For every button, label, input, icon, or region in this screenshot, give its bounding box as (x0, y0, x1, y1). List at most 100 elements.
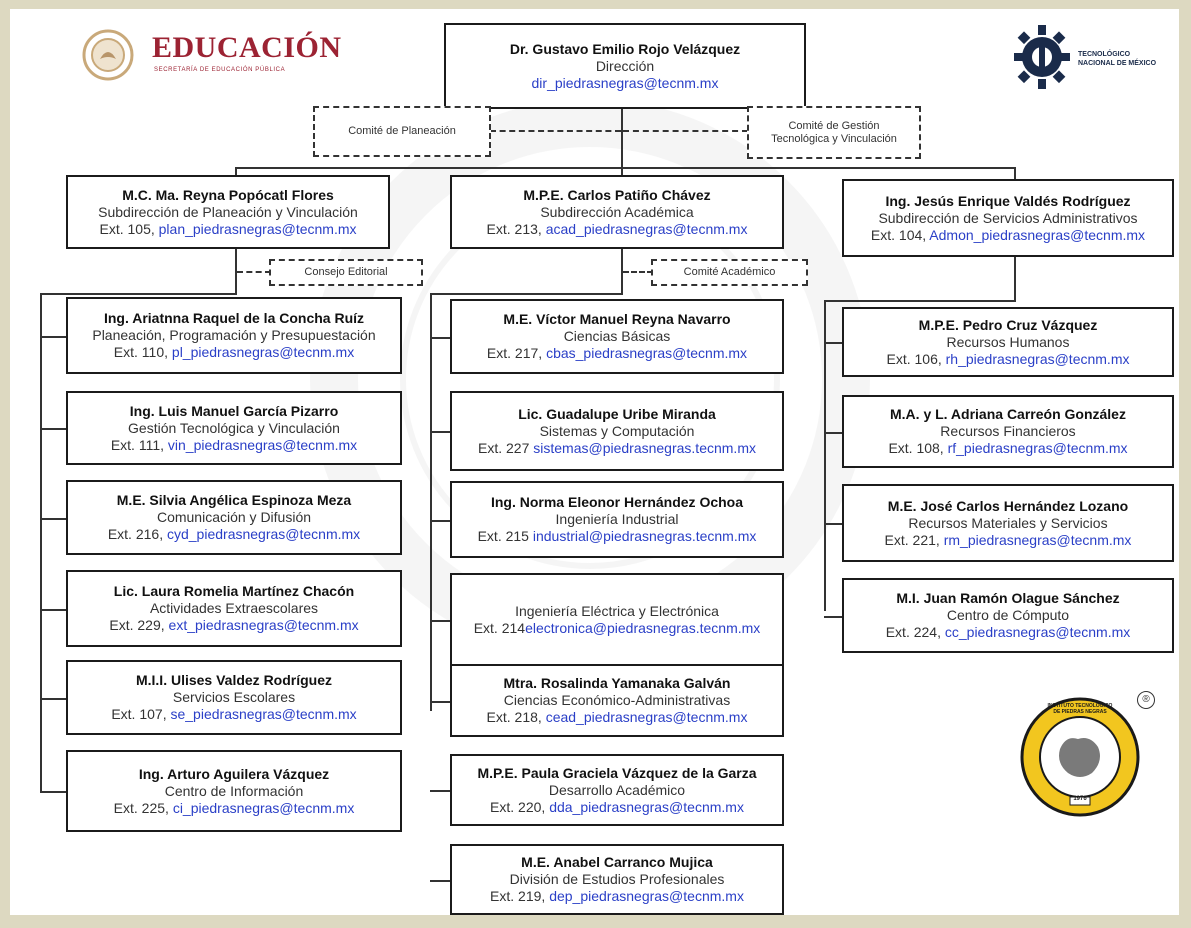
connector-planeacion-dashed (490, 130, 621, 132)
extension-label: Ext. 225, (113, 799, 173, 816)
department-head-name: M.I.I. Ulises Valdez Rodríguez (135, 672, 333, 688)
email-link[interactable]: dda_piedrasnegras@tecnm.mx (549, 798, 744, 815)
connector-branch (430, 701, 450, 703)
department-name: Planeación, Programación y Presupuestaci… (92, 327, 376, 343)
department-head-name: M.A. y L. Adriana Carreón González (890, 406, 1126, 422)
connector-branch (824, 616, 842, 618)
email-link[interactable]: dep_piedrasnegras@tecnm.mx (549, 888, 744, 904)
sep-logo: EDUCACIÓN SECRETARÍA DE EDUCACIÓN PÚBLIC… (78, 25, 348, 85)
department-name: Ingeniería Eléctrica y Electrónica (515, 602, 719, 619)
department-contact: Ext. 106, rh_piedrasnegras@tecnm.mx (886, 351, 1129, 368)
seal-text: INSTITUTO TECNOLÓGICO DE PIEDRAS NEGRAS (1047, 703, 1113, 715)
extension-label: Ext. 224, (885, 624, 945, 640)
department-contact: Ext. 221, rm_piedrasnegras@tecnm.mx (885, 532, 1132, 549)
department-contact: Ext. 229, ext_piedrasnegras@tecnm.mx (109, 617, 358, 634)
extension-label: Ext. 104, (870, 226, 930, 243)
extension-label: Ext. 216, (107, 526, 167, 542)
committee-editorial: Consejo Editorial (269, 259, 423, 286)
email-link[interactable]: plan_piedrasnegras@tecnm.mx (158, 220, 357, 237)
subdirection-name: M.C. Ma. Reyna Popócatl Flores (122, 186, 334, 203)
subdirection-dept: Subdirección Académica (540, 203, 694, 220)
email-link[interactable]: cyd_piedrasnegras@tecnm.mx (166, 526, 361, 542)
subdirection-name: Ing. Jesús Enrique Valdés Rodríguez (885, 192, 1131, 209)
email-link[interactable]: cbas_piedrasnegras@tecnm.mx (546, 345, 748, 361)
department-name: Gestión Tecnológica y Vinculación (128, 419, 340, 436)
department-name: Desarrollo Académico (548, 781, 686, 798)
email-link[interactable]: cc_piedrasnegras@tecnm.mx (944, 624, 1131, 640)
subdirection-dept: Subdirección de Servicios Administrativo… (878, 209, 1138, 226)
email-link[interactable]: sistemas@piedrasnegras.tecnm.mx (533, 439, 756, 456)
connector-col3-down (1014, 257, 1016, 301)
tecnm-logo-line2: NACIONAL DE MÉXICO (1078, 60, 1157, 67)
department-head-name: Lic. Laura Romelia Martínez Chacón (113, 583, 355, 599)
email-link[interactable]: Admon_piedrasnegras@tecnm.mx (929, 226, 1146, 243)
department-name: Centro de Información (164, 782, 304, 799)
department-contact: Ext. 108, rf_piedrasnegras@tecnm.mx (888, 440, 1127, 457)
department-contact: Ext. 110, pl_piedrasnegras@tecnm.mx (114, 344, 354, 361)
department-name: Actividades Extraescolares (149, 600, 319, 616)
email-link[interactable]: rf_piedrasnegras@tecnm.mx (947, 440, 1128, 456)
director-dept: Dirección (595, 57, 655, 74)
department-name: Ciencias Básicas (563, 328, 671, 344)
email-link[interactable]: cead_piedrasnegras@tecnm.mx (545, 709, 748, 725)
email-link[interactable]: vin_piedrasnegras@tecnm.mx (167, 436, 358, 453)
extension-label: Ext. 214 (473, 619, 526, 636)
department-name: Recursos Financieros (940, 423, 1076, 439)
committee-editorial-label: Consejo Editorial (304, 266, 388, 278)
connector-col1-horizontal (40, 293, 237, 295)
email-link[interactable]: ci_piedrasnegras@tecnm.mx (172, 799, 355, 816)
mexico-coat-of-arms-icon (82, 29, 134, 81)
email-link[interactable]: rm_piedrasnegras@tecnm.mx (943, 531, 1132, 548)
connector-branch (824, 523, 842, 525)
tecnm-logo-line1: TECNOLÓGICO (1078, 51, 1131, 58)
department-name: Servicios Escolares (172, 689, 296, 705)
department-head-name: Ing. Arturo Aguilera Vázquez (138, 765, 330, 782)
itpn-seal-icon (1020, 697, 1140, 817)
department-name: Comunicación y Difusión (156, 509, 312, 525)
extension-label: Ext. 220, (490, 798, 550, 815)
email-link[interactable]: acad_piedrasnegras@tecnm.mx (545, 220, 748, 237)
email-link[interactable]: industrial@piedrasnegras.tecnm.mx (532, 528, 757, 544)
sep-logo-title: EDUCACIÓN (152, 31, 342, 64)
committee-gestion-label-1: Comité de Gestión (788, 119, 880, 132)
department-name: Centro de Cómputo (946, 607, 1070, 623)
extension-label: Ext. 217, (486, 345, 547, 361)
connector-col2-down (621, 249, 623, 294)
department-head-name: M.E. José Carlos Hernández Lozano (887, 497, 1129, 514)
email-link[interactable]: rh_piedrasnegras@tecnm.mx (945, 350, 1130, 367)
subdirection-contact: Ext. 105, plan_piedrasnegras@tecnm.mx (99, 221, 356, 238)
department-name: Ingeniería Industrial (555, 511, 679, 527)
email-link[interactable]: pl_piedrasnegras@tecnm.mx (171, 344, 355, 360)
extension-label: Ext. 227 (477, 439, 534, 456)
connector-col3-vertical (824, 300, 826, 611)
connector-top-horizontal (235, 167, 1016, 169)
connector-branch (40, 698, 66, 700)
department-name: Sistemas y Computación (539, 422, 695, 439)
registered-mark: ® (1137, 691, 1155, 709)
extension-label: Ext. 111, (110, 436, 168, 453)
extension-label: Ext. 229, (109, 617, 169, 633)
extension-label: Ext. 110, (113, 344, 172, 360)
department-head-name: Lic. Guadalupe Uribe Miranda (518, 405, 716, 422)
connector-branch (40, 791, 66, 793)
department-head-name: Ing. Norma Eleonor Hernández Ochoa (490, 494, 744, 510)
tecnm-logo: TECNOLÓGICO NACIONAL DE MÉXICO (1012, 23, 1172, 95)
connector-branch (430, 620, 450, 622)
itpn-seal: 1976 INSTITUTO TECNOLÓGICO DE PIEDRAS NE… (1020, 691, 1160, 821)
department-contact: Ext. 218, cead_piedrasnegras@tecnm.mx (487, 709, 748, 726)
director-email[interactable]: dir_piedrasnegras@tecnm.mx (531, 74, 719, 91)
email-link[interactable]: se_piedrasnegras@tecnm.mx (170, 706, 357, 722)
email-link[interactable]: electronica@piedrasnegras.tecnm.mx (525, 619, 761, 636)
department-head-name: Ing. Luis Manuel García Pizarro (129, 402, 339, 419)
connector-col1-down (235, 248, 237, 294)
email-link[interactable]: ext_piedrasnegras@tecnm.mx (168, 617, 359, 633)
department-head-name: M.P.E. Paula Graciela Vázquez de la Garz… (477, 764, 757, 781)
